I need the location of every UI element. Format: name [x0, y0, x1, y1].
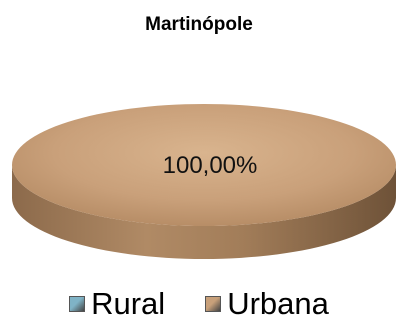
pie-slice-urbana-side: [12, 165, 396, 259]
legend-swatch-rural: [69, 296, 86, 312]
pie-slice-urbana: [12, 104, 396, 226]
legend-swatch-urbana: [205, 296, 222, 312]
legend-item-urbana: Urbana: [205, 286, 329, 322]
legend-label-rural: Rural: [91, 286, 166, 321]
legend: Rural Urbana: [0, 286, 398, 322]
legend-label-urbana: Urbana: [227, 286, 329, 321]
legend-item-rural: Rural: [69, 286, 165, 322]
chart-title: Martinópole: [145, 14, 253, 35]
data-label-urbana: 100,00%: [163, 152, 258, 179]
